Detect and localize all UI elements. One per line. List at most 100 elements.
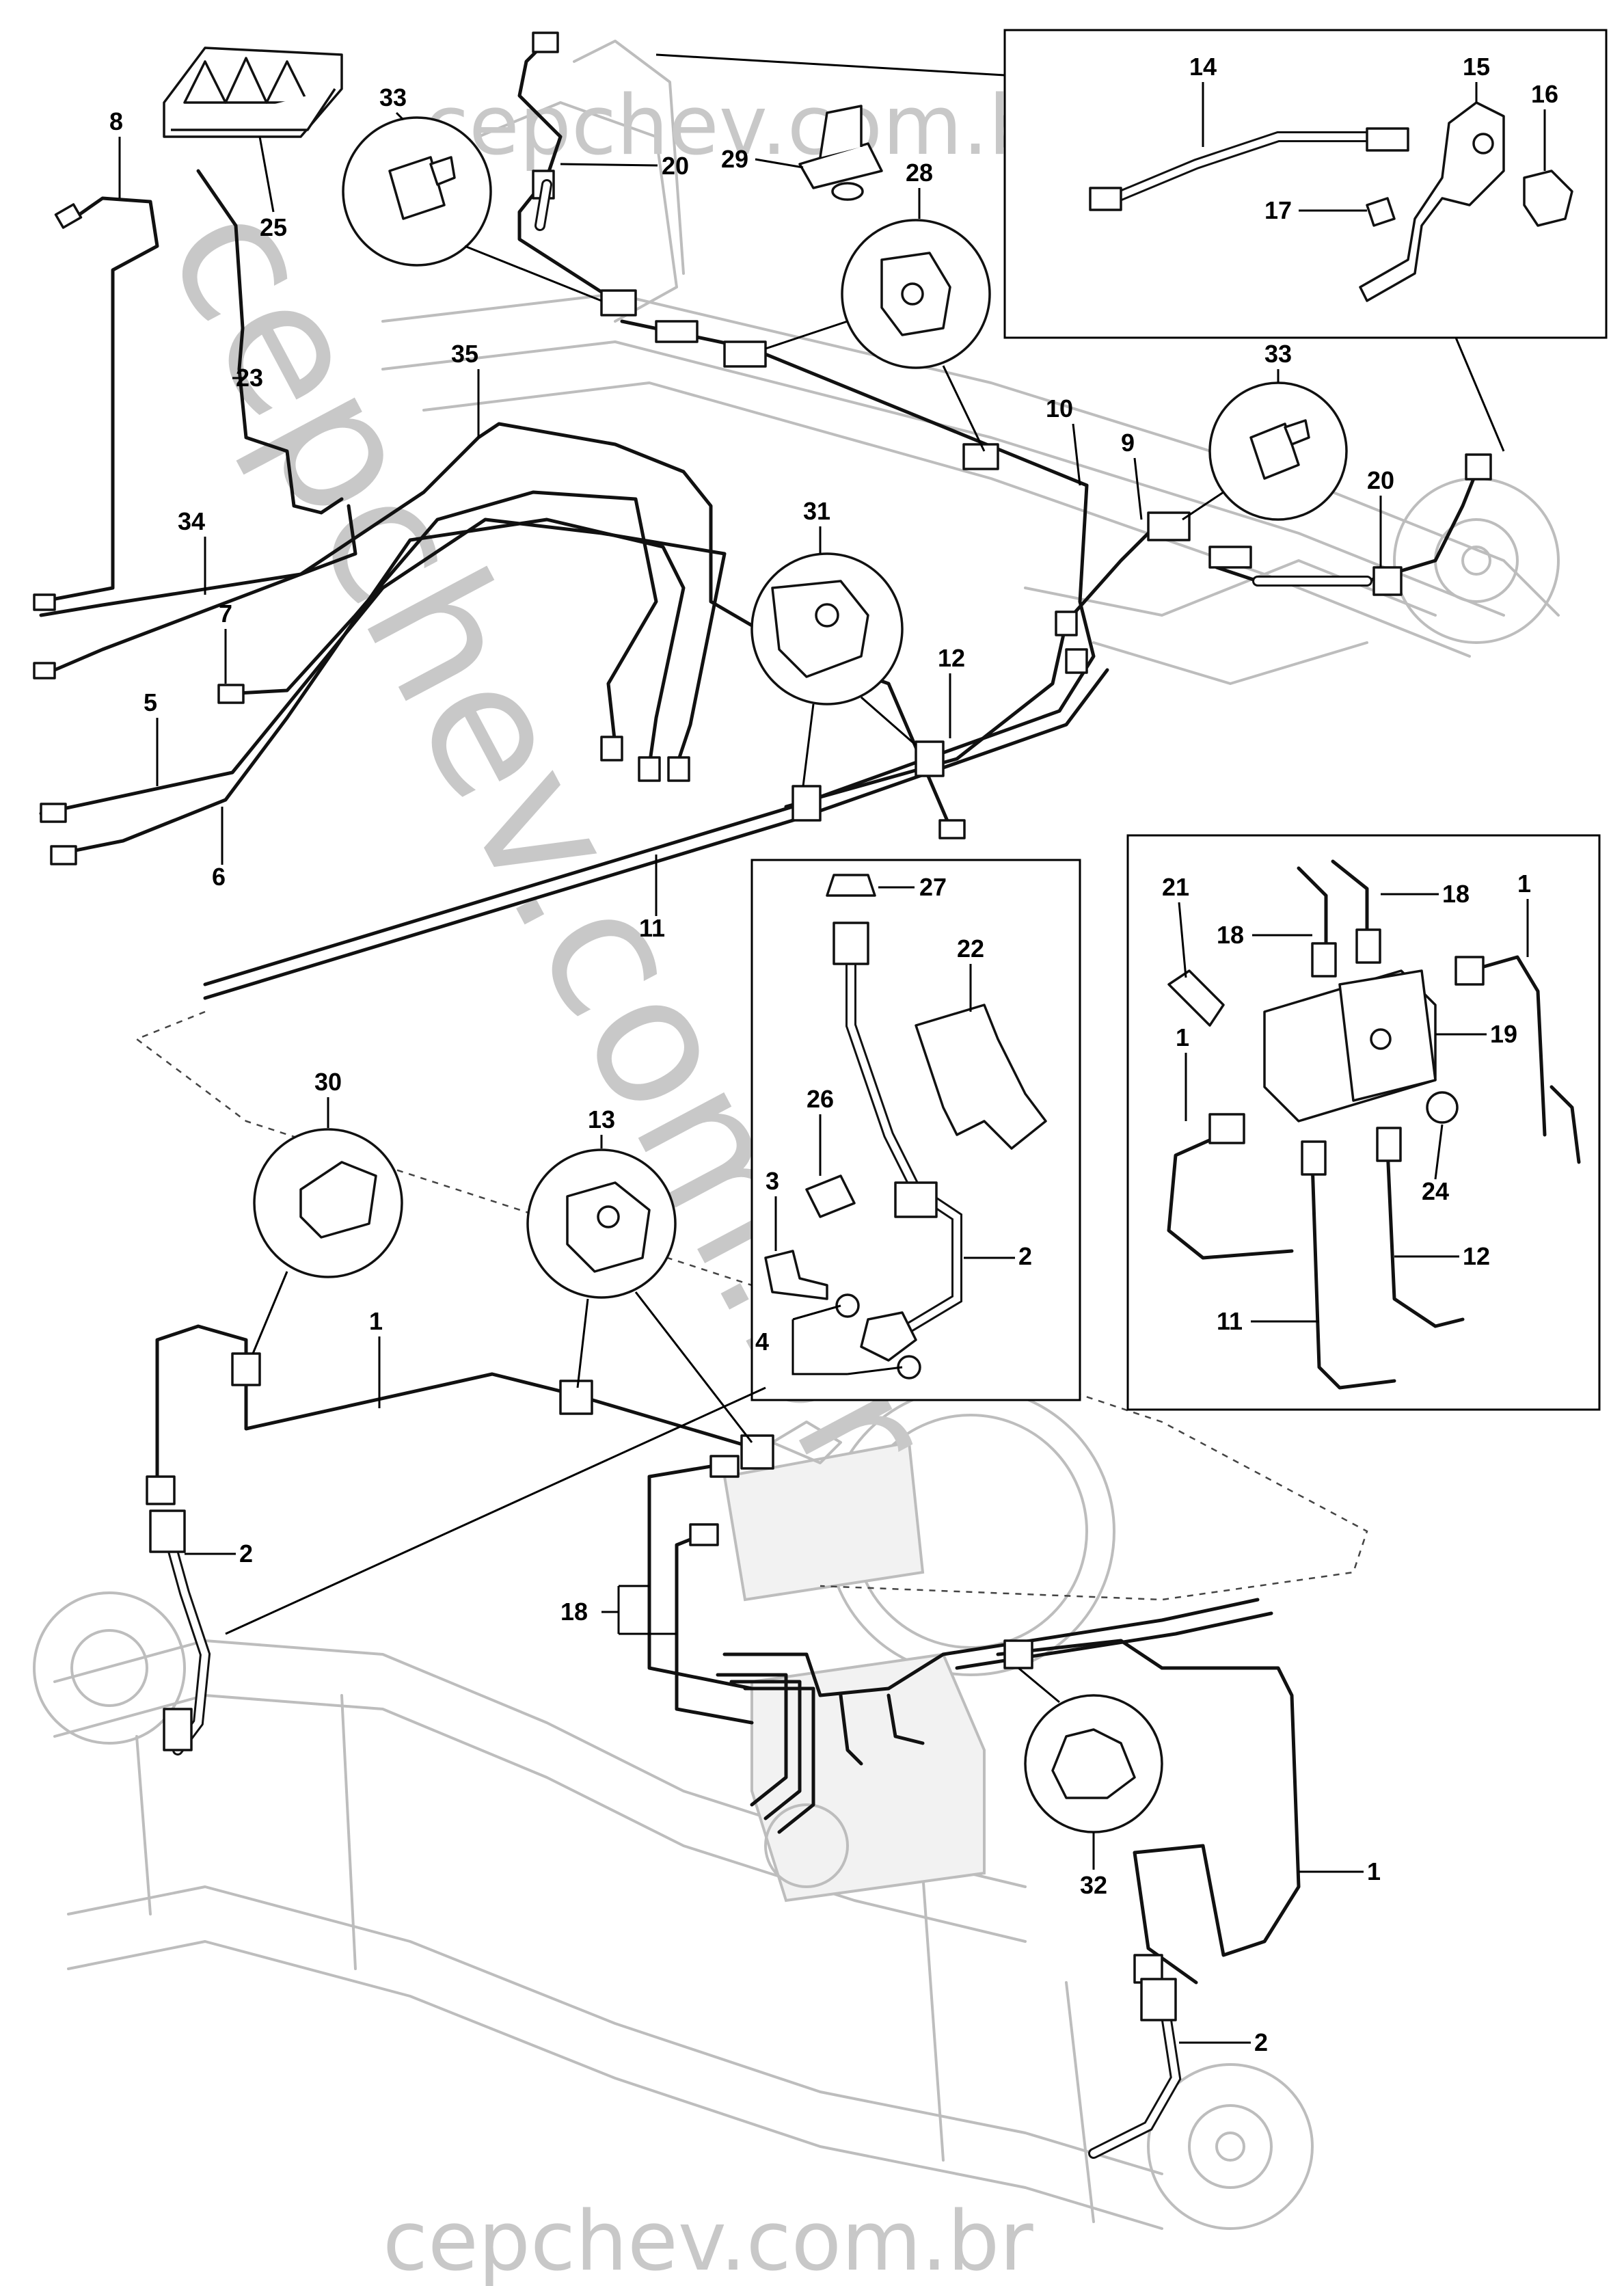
label-25: 25 bbox=[260, 213, 287, 241]
callout-28 bbox=[765, 219, 991, 452]
label-33-right: 33 bbox=[1264, 340, 1292, 368]
pipe-8 bbox=[39, 196, 159, 604]
label-28: 28 bbox=[906, 159, 933, 187]
hose-14-fitting-b bbox=[1366, 127, 1409, 152]
pipe-1-right bbox=[996, 1639, 1301, 1985]
fitting-11-inset bbox=[1301, 1140, 1327, 1176]
fitting-1-inset bbox=[1454, 956, 1485, 986]
label-2-inset: 2 bbox=[1018, 1242, 1032, 1270]
label-29: 29 bbox=[721, 145, 748, 173]
banjo-left bbox=[163, 1708, 193, 1751]
label-13: 13 bbox=[588, 1105, 615, 1133]
pipe-23 bbox=[196, 169, 344, 515]
pipe-fittings-lower bbox=[146, 1352, 1177, 2021]
pipe-6 bbox=[53, 517, 686, 857]
label-20-right: 20 bbox=[1367, 466, 1394, 494]
fitting-1-left bbox=[146, 1475, 176, 1505]
label-22: 22 bbox=[957, 934, 984, 963]
label-14: 14 bbox=[1189, 53, 1217, 81]
fitting-6b bbox=[638, 756, 661, 782]
callout-30 bbox=[252, 1128, 403, 1354]
label-7: 7 bbox=[219, 600, 232, 628]
hose-fitting-2-left bbox=[149, 1509, 186, 1553]
union-33a bbox=[600, 289, 637, 317]
label-35: 35 bbox=[451, 340, 478, 368]
label-26: 26 bbox=[807, 1085, 834, 1113]
label-12-inset: 12 bbox=[1463, 1242, 1490, 1270]
pipe-7 bbox=[224, 490, 658, 747]
callout-33-right bbox=[1182, 381, 1348, 521]
watermark-top: cepchev.com.br bbox=[424, 79, 1074, 174]
clip-block-25 bbox=[163, 46, 343, 138]
fitting-20c bbox=[1372, 566, 1403, 596]
leader-diagonal-front bbox=[225, 1386, 766, 1635]
bolt-21 bbox=[1167, 969, 1225, 1027]
hose-fitting-mid bbox=[894, 1181, 938, 1218]
dashed-assembly-outline bbox=[135, 1010, 1368, 1601]
clip-13-b bbox=[740, 1434, 774, 1470]
bolt-17 bbox=[1366, 197, 1396, 227]
front-brake-pipes bbox=[155, 1324, 1301, 1985]
pipe-fittings-upper bbox=[33, 31, 1492, 865]
hose-14-fitting-a bbox=[1089, 187, 1122, 211]
label-33-left: 33 bbox=[379, 83, 407, 111]
label-19: 19 bbox=[1490, 1020, 1517, 1048]
callout-31 bbox=[750, 552, 917, 787]
pipe-11 bbox=[203, 600, 1096, 986]
label-21: 21 bbox=[1162, 873, 1189, 901]
fitting-18-mc-b bbox=[689, 1523, 719, 1546]
label-2-right: 2 bbox=[1254, 2028, 1268, 2056]
label-15: 15 bbox=[1463, 53, 1490, 81]
fitting-6 bbox=[50, 845, 77, 865]
label-16: 16 bbox=[1531, 80, 1558, 108]
fitting-8 bbox=[54, 203, 83, 229]
fitting-35 bbox=[33, 662, 56, 680]
label-32: 32 bbox=[1080, 1871, 1107, 1899]
label-30: 30 bbox=[314, 1068, 342, 1096]
label-18-inset-a: 18 bbox=[1217, 921, 1244, 949]
clip-16 bbox=[1523, 170, 1573, 227]
label-20-left: 20 bbox=[662, 152, 689, 180]
label-31: 31 bbox=[803, 497, 830, 525]
hose-end-b bbox=[1208, 546, 1252, 569]
label-9: 9 bbox=[1121, 429, 1135, 457]
plug-24 bbox=[1426, 1091, 1459, 1124]
inset-front-hose bbox=[750, 859, 1081, 1401]
banjo-end bbox=[860, 1311, 917, 1362]
clip-13-a bbox=[559, 1380, 593, 1415]
fitting-1-lower bbox=[1208, 1113, 1245, 1144]
fitting-12-inset bbox=[1376, 1127, 1402, 1162]
fitting-10 bbox=[1065, 648, 1088, 674]
clip-28-b bbox=[962, 443, 999, 470]
fitting-7 bbox=[217, 684, 245, 704]
label-5: 5 bbox=[144, 688, 157, 716]
clip-31-b bbox=[915, 740, 945, 777]
clip-30-mount bbox=[231, 1352, 261, 1386]
pipe-5 bbox=[39, 517, 727, 816]
clip-31-a bbox=[791, 785, 822, 822]
clip-32-mount bbox=[1003, 1639, 1033, 1669]
fitting-18b bbox=[1355, 928, 1381, 964]
label-12-upper: 12 bbox=[938, 644, 965, 672]
fitting-12 bbox=[1055, 610, 1078, 636]
callout-13 bbox=[526, 1148, 753, 1443]
label-24: 24 bbox=[1422, 1177, 1449, 1205]
label-1-lower-right: 1 bbox=[1367, 1857, 1381, 1885]
fitting-20d bbox=[1465, 453, 1492, 481]
label-10: 10 bbox=[1046, 394, 1073, 422]
union-33b bbox=[1147, 511, 1191, 541]
pipe-1-left bbox=[155, 1324, 761, 1485]
label-8: 8 bbox=[109, 107, 123, 135]
hose-end-a bbox=[655, 320, 699, 343]
label-2-left: 2 bbox=[239, 1539, 253, 1568]
label-6: 6 bbox=[212, 863, 226, 891]
label-4: 4 bbox=[755, 1328, 769, 1356]
label-27: 27 bbox=[919, 873, 947, 901]
bracket-15 bbox=[1359, 101, 1505, 302]
fitting-34 bbox=[33, 593, 56, 611]
callout-33-left bbox=[342, 116, 602, 302]
callout-32 bbox=[1018, 1667, 1163, 1833]
part-labels: 8 25 33 20 29 28 14 15 16 17 23 35 10 9 … bbox=[109, 53, 1558, 2056]
label-3: 3 bbox=[766, 1167, 779, 1195]
